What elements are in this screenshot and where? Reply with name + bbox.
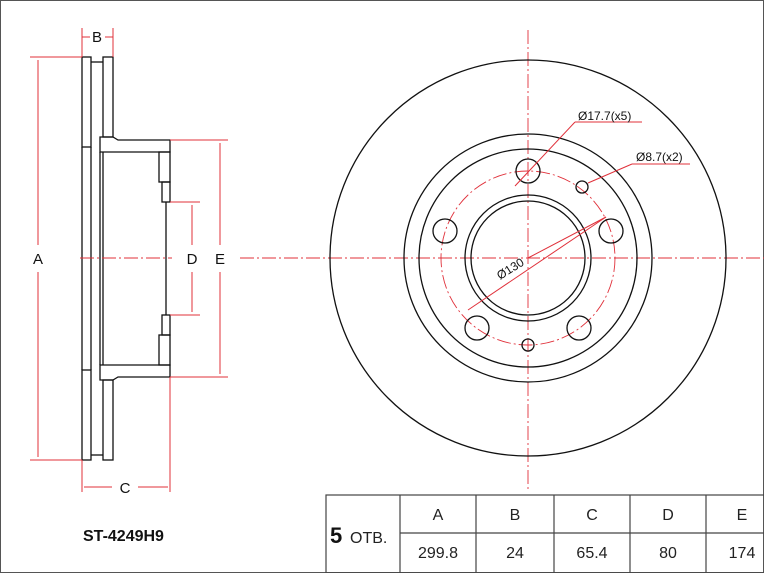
bolt-hole xyxy=(464,315,490,341)
table-header: E xyxy=(737,507,748,524)
locating-hole xyxy=(575,180,589,194)
holes-count: 5 xyxy=(330,523,342,548)
side-dimensions: B A C D E xyxy=(30,28,228,497)
bolt-hole xyxy=(598,218,624,244)
dim-label-e: E xyxy=(215,251,225,268)
table-cell: 299.8 xyxy=(418,545,458,562)
locating-hole-callout: Ø8.7(x2) xyxy=(636,150,683,164)
table-header: C xyxy=(586,507,598,524)
holes-label: ОТВ. xyxy=(350,530,387,547)
side-section-view xyxy=(80,56,172,461)
table-cell: 174 xyxy=(729,545,756,562)
table-cell: 24 xyxy=(506,545,524,562)
table-header-row: A B C D E xyxy=(433,507,748,524)
bolt-hole xyxy=(432,218,458,244)
dim-label-d: D xyxy=(187,251,198,268)
dim-label-c: C xyxy=(120,480,131,497)
locating-hole xyxy=(521,338,535,352)
bolt-hole xyxy=(515,158,541,184)
front-view: Ø17.7(x5) Ø8.7(x2) Ø130 xyxy=(240,30,764,490)
bolt-hole xyxy=(566,315,592,341)
bolt-holes xyxy=(432,158,624,352)
bolt-hole-callout: Ø17.7(x5) xyxy=(578,109,631,123)
table-cell: 65.4 xyxy=(576,545,607,562)
table-cell: 80 xyxy=(659,545,677,562)
part-number: ST-4249H9 xyxy=(83,528,164,545)
table-header: A xyxy=(433,507,444,524)
dim-label-a: A xyxy=(33,251,43,268)
table-header: D xyxy=(662,507,674,524)
dim-label-b: B xyxy=(92,29,102,46)
table-header: B xyxy=(510,507,521,524)
pcd-callout: Ø130 xyxy=(494,255,527,283)
table-value-row: 299.8 24 65.4 80 174 xyxy=(418,545,755,562)
dimension-table xyxy=(325,494,764,573)
